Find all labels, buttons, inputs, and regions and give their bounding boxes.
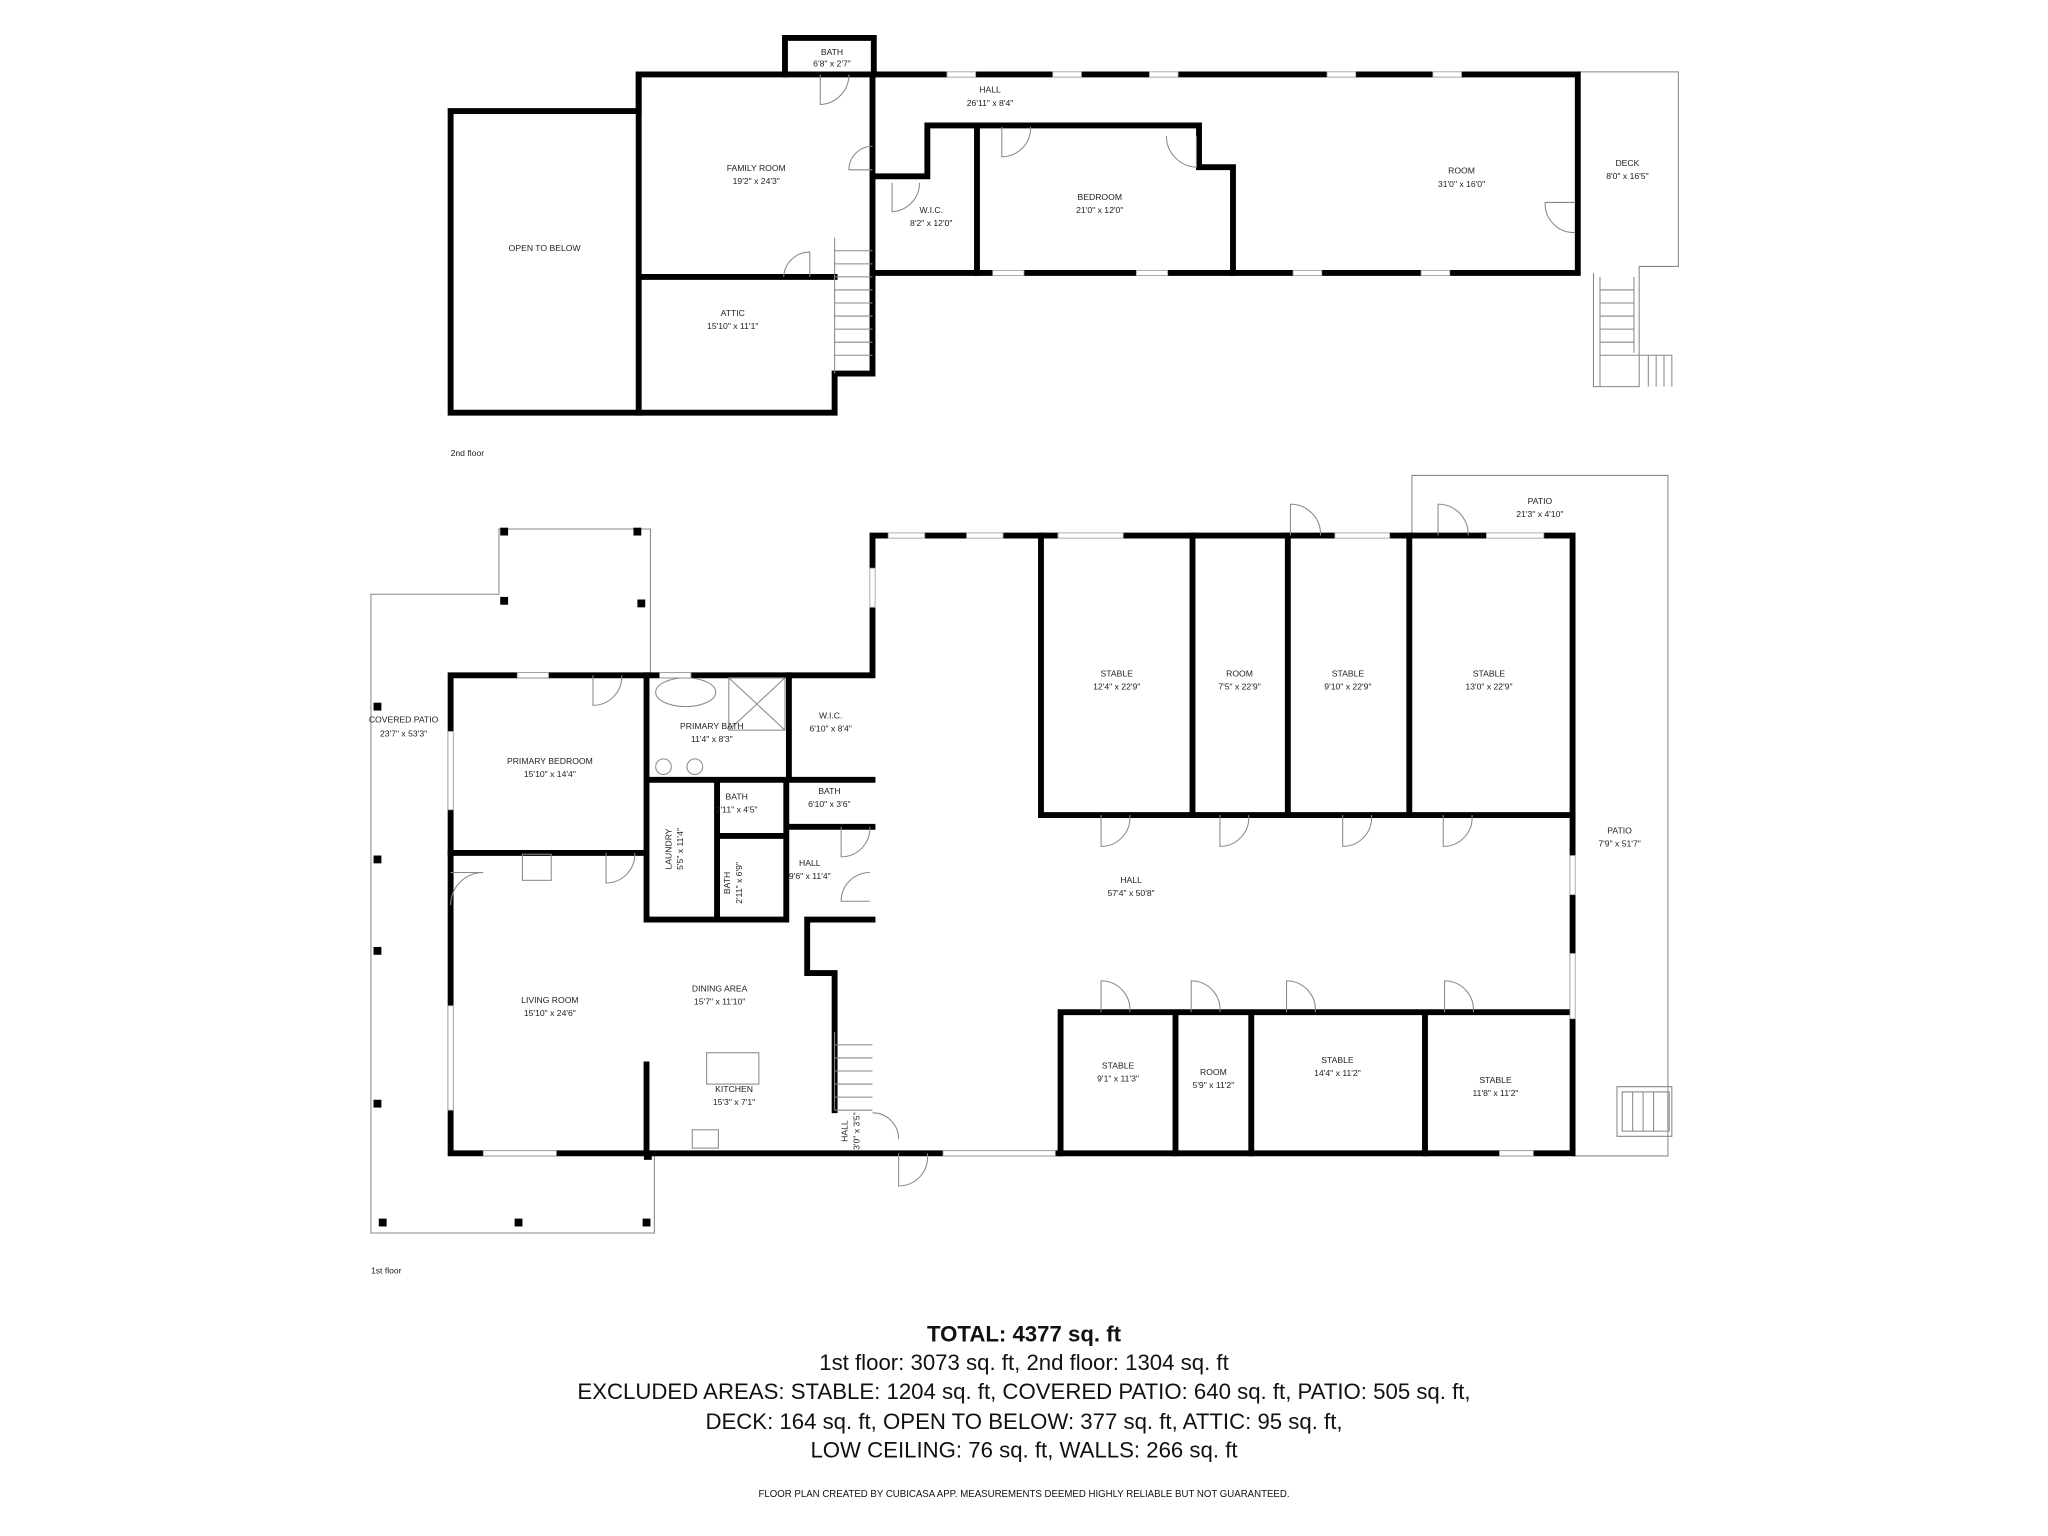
room-dims: 15'7" x 11'10" bbox=[694, 996, 745, 1006]
room-name: STABLE bbox=[1101, 669, 1134, 679]
room-dims: 7'5" x 22'9" bbox=[1218, 682, 1260, 692]
exterior-stairs bbox=[1616, 1086, 1673, 1137]
room-name: KITCHEN bbox=[715, 1084, 753, 1094]
room-name: DINING AREA bbox=[692, 983, 748, 993]
room-dims: 14'4" x 11'2" bbox=[1314, 1068, 1361, 1078]
room-name: STABLE bbox=[1479, 1075, 1512, 1085]
deck-stairs bbox=[1599, 276, 1673, 387]
room-dims: 8'0" x 16'5" bbox=[1606, 171, 1648, 181]
room-dims: 21'3" x 4'10" bbox=[1516, 509, 1563, 519]
excluded-areas-line-1: EXCLUDED AREAS: STABLE: 1204 sq. ft, COV… bbox=[577, 1379, 1470, 1404]
room-name: ROOM bbox=[1200, 1067, 1227, 1077]
patio-posts bbox=[373, 527, 652, 1227]
room-name: BATH bbox=[725, 791, 747, 801]
patio-outline bbox=[1411, 474, 1669, 1157]
room-dims: 15'10" x 11'1" bbox=[707, 321, 758, 331]
room-dims: 3'0" x 3'5" bbox=[851, 1112, 861, 1150]
second-floor-exterior-walls bbox=[447, 34, 1581, 416]
excluded-areas-line-2: DECK: 164 sq. ft, OPEN TO BELOW: 377 sq.… bbox=[705, 1409, 1342, 1434]
interior-stairs bbox=[834, 1031, 873, 1111]
total-area: TOTAL: 4377 sq. ft bbox=[927, 1321, 1122, 1346]
room-name: PRIMARY BATH bbox=[680, 721, 744, 731]
covered-patio-outline bbox=[370, 528, 655, 1234]
room-name: DECK bbox=[1615, 158, 1639, 168]
room-dims: 6'10" x 3'6" bbox=[808, 799, 850, 809]
room-name: OPEN TO BELOW bbox=[509, 243, 582, 253]
windows bbox=[447, 532, 1576, 1157]
second-floor-interior-walls bbox=[635, 71, 1236, 416]
room-dims: 31'0" x 16'0" bbox=[1438, 179, 1485, 189]
room-name: PATIO bbox=[1607, 825, 1632, 835]
room-dims: 6'8" x 2'7" bbox=[813, 59, 851, 69]
room-name: STABLE bbox=[1321, 1055, 1354, 1065]
room-dims: 9'6" x 11'4" bbox=[789, 871, 831, 881]
room-dims: 15'10" x 24'6" bbox=[524, 1008, 576, 1018]
room-dims: 2'11" x 4'5" bbox=[716, 804, 758, 814]
room-dims: 57'4" x 50'8" bbox=[1107, 888, 1154, 898]
floor-label: 1st floor bbox=[371, 1265, 402, 1275]
deck-outline bbox=[1577, 71, 1679, 388]
room-name: STABLE bbox=[1332, 669, 1365, 679]
windows bbox=[946, 71, 1462, 276]
room-name: HALL bbox=[840, 1120, 850, 1142]
room-dims: 26'11" x 8'4" bbox=[967, 98, 1014, 108]
room-dims: 19'2" x 24'3" bbox=[733, 176, 780, 186]
room-dims: 15'10" x 14'4" bbox=[524, 769, 576, 779]
area-summary: TOTAL: 4377 sq. ft 1st floor: 3073 sq. f… bbox=[577, 1321, 1470, 1499]
room-name: LAUNDRY bbox=[663, 828, 673, 869]
room-dims: 2'11" x 6'9" bbox=[734, 862, 744, 904]
floor-areas: 1st floor: 3073 sq. ft, 2nd floor: 1304 … bbox=[819, 1350, 1228, 1375]
first-floor-exterior-walls bbox=[447, 532, 1576, 1157]
room-name: BATH bbox=[821, 47, 843, 57]
room-name: FAMILY ROOM bbox=[727, 163, 786, 173]
room-dims: 23'7" x 53'3" bbox=[380, 729, 427, 739]
room-name: LIVING ROOM bbox=[521, 995, 578, 1005]
room-name: COVERED PATIO bbox=[369, 714, 439, 724]
room-name: ROOM bbox=[1448, 166, 1475, 176]
room-dims: 5'5" x 11'4" bbox=[675, 828, 685, 870]
disclaimer: FLOOR PLAN CREATED BY CUBICASA APP. MEAS… bbox=[758, 1489, 1289, 1500]
room-name: BATH bbox=[722, 872, 732, 894]
room-dims: 11'8" x 11'2" bbox=[1473, 1088, 1519, 1098]
room-dims: 11'4" x 8'3" bbox=[691, 734, 733, 744]
room-dims: 13'0" x 22'9" bbox=[1465, 682, 1512, 692]
room-name: HALL bbox=[1120, 875, 1142, 885]
room-dims: 8'2" x 12'0" bbox=[910, 218, 952, 228]
room-dims: 21'0" x 12'0" bbox=[1076, 205, 1123, 215]
room-name: STABLE bbox=[1473, 669, 1506, 679]
room-labels-1st-floor: COVERED PATIO 23'7" x 53'3" PRIMARY BEDR… bbox=[369, 496, 1641, 1150]
room-name: BATH bbox=[818, 786, 840, 796]
room-dims: 12'4" x 22'9" bbox=[1093, 682, 1140, 692]
room-dims: 7'9" x 51'7" bbox=[1598, 838, 1640, 848]
fixtures bbox=[521, 677, 786, 1149]
first-floor-plan: COVERED PATIO 23'7" x 53'3" PRIMARY BEDR… bbox=[369, 474, 1673, 1275]
first-floor-interior-walls bbox=[447, 532, 1576, 1157]
room-name: HALL bbox=[799, 858, 821, 868]
excluded-areas-line-3: LOW CEILING: 76 sq. ft, WALLS: 266 sq. f… bbox=[810, 1438, 1237, 1463]
room-name: W.I.C. bbox=[920, 205, 943, 215]
room-name: ROOM bbox=[1226, 669, 1253, 679]
room-name: W.I.C. bbox=[819, 710, 842, 720]
room-labels-2nd-floor: OPEN TO BELOW FAMILY ROOM 19'2" x 24'3" … bbox=[509, 47, 1649, 331]
room-dims: 9'10" x 22'9" bbox=[1324, 682, 1371, 692]
room-name: STABLE bbox=[1102, 1060, 1135, 1070]
room-dims: 5'9" x 11'2" bbox=[1192, 1080, 1234, 1090]
room-name: PATIO bbox=[1528, 496, 1553, 506]
second-floor-plan: OPEN TO BELOW FAMILY ROOM 19'2" x 24'3" … bbox=[447, 34, 1679, 458]
room-name: BEDROOM bbox=[1078, 192, 1123, 202]
room-dims: 6'10" x 8'4" bbox=[809, 723, 851, 733]
doors bbox=[450, 503, 1474, 1187]
floor-label: 2nd floor bbox=[451, 448, 485, 458]
room-name: PRIMARY BEDROOM bbox=[507, 756, 593, 766]
interior-stairs bbox=[834, 237, 873, 374]
room-dims: 9'1" x 11'3" bbox=[1097, 1073, 1139, 1083]
room-dims: 15'3" x 7'1" bbox=[713, 1097, 755, 1107]
room-name: HALL bbox=[979, 85, 1001, 95]
room-name: ATTIC bbox=[721, 308, 745, 318]
doors bbox=[783, 74, 1576, 277]
